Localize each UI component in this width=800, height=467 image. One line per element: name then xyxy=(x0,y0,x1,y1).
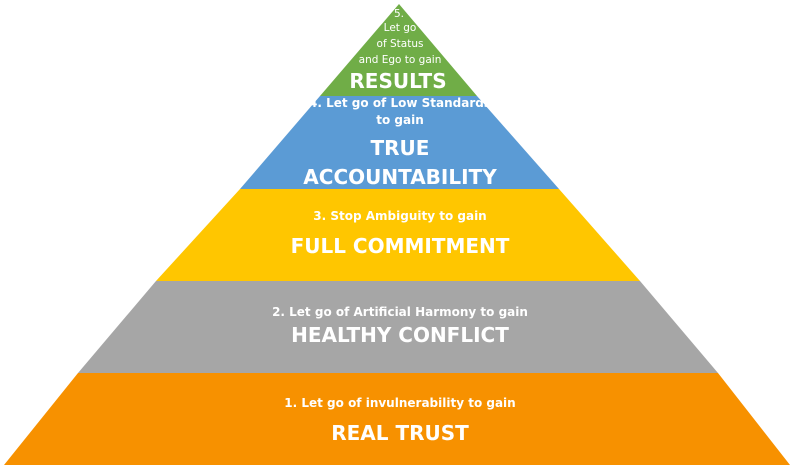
level-5-subtitle-line3: of Status xyxy=(377,38,424,50)
level-2-subtitle: 2. Let go of Artificial Harmony to gain xyxy=(272,305,528,319)
level-1-band xyxy=(4,373,790,465)
level-5-band xyxy=(320,4,477,96)
level-4-subtitle-line2: to gain xyxy=(376,113,424,127)
level-4-band xyxy=(240,96,559,189)
level-3-subtitle: 3. Stop Ambiguity to gain xyxy=(313,209,486,223)
level-4-title-line2: ACCOUNTABILITY xyxy=(303,165,497,189)
level-5-title: RESULTS xyxy=(349,69,446,93)
level-5-subtitle-line1: 5. xyxy=(394,8,404,20)
level-3-title: FULL COMMITMENT xyxy=(291,234,510,258)
level-1-subtitle: 1. Let go of invulnerability to gain xyxy=(284,396,515,410)
level-2-title: HEALTHY CONFLICT xyxy=(291,323,509,347)
level-1-title: REAL TRUST xyxy=(331,421,469,445)
level-3-band xyxy=(156,189,640,281)
level-4-subtitle-line1: 4. Let go of Low Standards xyxy=(309,96,491,110)
level-5-subtitle-line2: Let go xyxy=(384,22,417,34)
level-5-subtitle-line4: and Ego to gain xyxy=(359,54,442,66)
level-2-band xyxy=(78,281,718,373)
level-4-title-line1: TRUE xyxy=(371,136,430,160)
